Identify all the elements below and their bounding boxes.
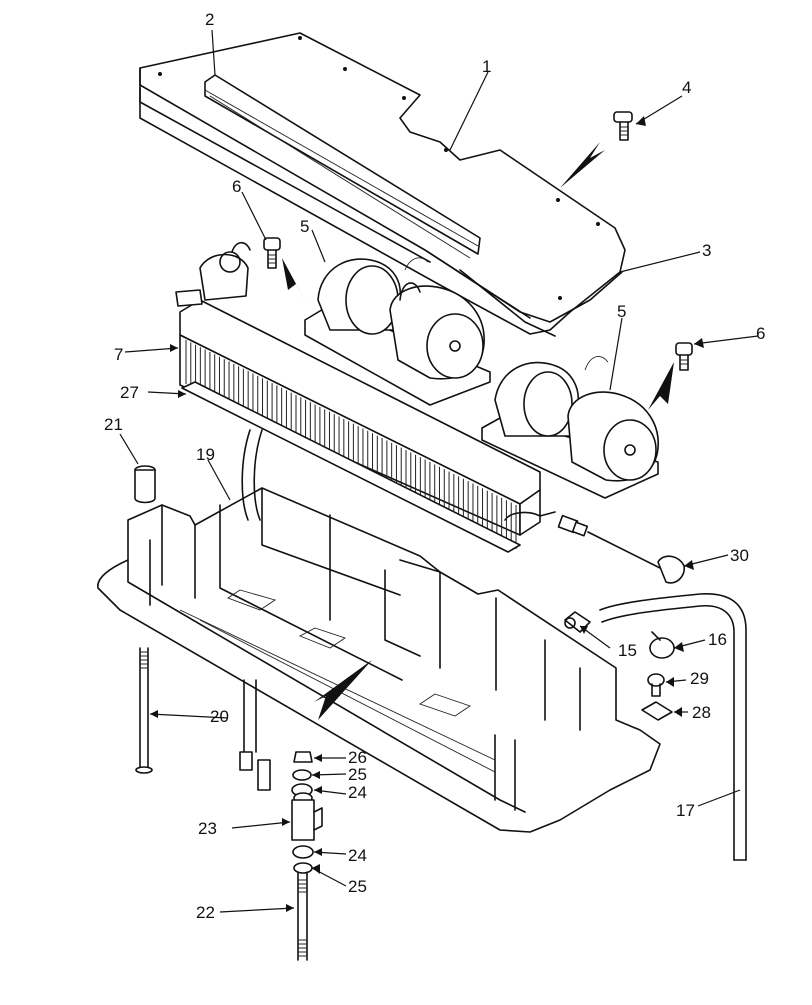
- callout-19: 19: [196, 445, 215, 464]
- evaporator-core: [175, 241, 556, 549]
- leader-arrowheads: [150, 116, 704, 912]
- callout-16: 16: [708, 630, 727, 649]
- callout-5-upper: 5: [300, 217, 309, 236]
- screw-4: [613, 111, 633, 141]
- callout-2: 2: [205, 10, 214, 29]
- callout-26: 26: [348, 748, 367, 767]
- callout-17: 17: [676, 801, 695, 820]
- screw-29: [647, 673, 665, 697]
- callout-27: 27: [120, 383, 139, 402]
- callout-15: 15: [618, 641, 637, 660]
- thermostat-sensor: [557, 514, 686, 584]
- arrow-blower-right: [648, 362, 674, 410]
- callout-4: 4: [682, 78, 691, 97]
- blower-motor-upper: [304, 257, 491, 406]
- blower-motor-lower: [481, 356, 659, 499]
- isolator-stack: [291, 751, 323, 961]
- callout-labels: 1 2 3 4 5 5 6 6 7 15 16 17 19 20 21 22 2…: [104, 10, 765, 922]
- callout-24-upper: 24: [348, 783, 367, 802]
- callout-25-lower: 25: [348, 877, 367, 896]
- seal-strip-27: [181, 381, 521, 553]
- callout-6-left: 6: [232, 177, 241, 196]
- callout-7: 7: [114, 345, 123, 364]
- top-cover: [139, 32, 626, 335]
- drain-hose: [599, 593, 747, 861]
- callout-6-right: 6: [756, 324, 765, 343]
- callout-21: 21: [104, 415, 123, 434]
- assembly-arrow: [560, 142, 605, 188]
- callout-25-upper: 25: [348, 765, 367, 784]
- screw-6-left: [263, 237, 281, 269]
- callout-22: 22: [196, 903, 215, 922]
- callout-5-lower: 5: [617, 302, 626, 321]
- callout-28: 28: [692, 703, 711, 722]
- arrow-blower-left: [282, 258, 308, 306]
- callout-20: 20: [210, 707, 229, 726]
- callout-24-lower: 24: [348, 846, 367, 865]
- hose-clamp-16: [649, 637, 675, 659]
- callout-3: 3: [702, 241, 711, 260]
- callout-1: 1: [482, 57, 491, 76]
- stud-20: [135, 647, 153, 774]
- housing: [97, 429, 661, 833]
- bracket-28: [641, 701, 673, 721]
- callout-30: 30: [730, 546, 749, 565]
- lower-cover-plate: [424, 249, 623, 337]
- callout-23: 23: [198, 819, 217, 838]
- screw-6-right: [675, 342, 693, 371]
- arrow-isolator: [314, 660, 372, 720]
- callout-29: 29: [690, 669, 709, 688]
- spacer-21: [134, 465, 156, 504]
